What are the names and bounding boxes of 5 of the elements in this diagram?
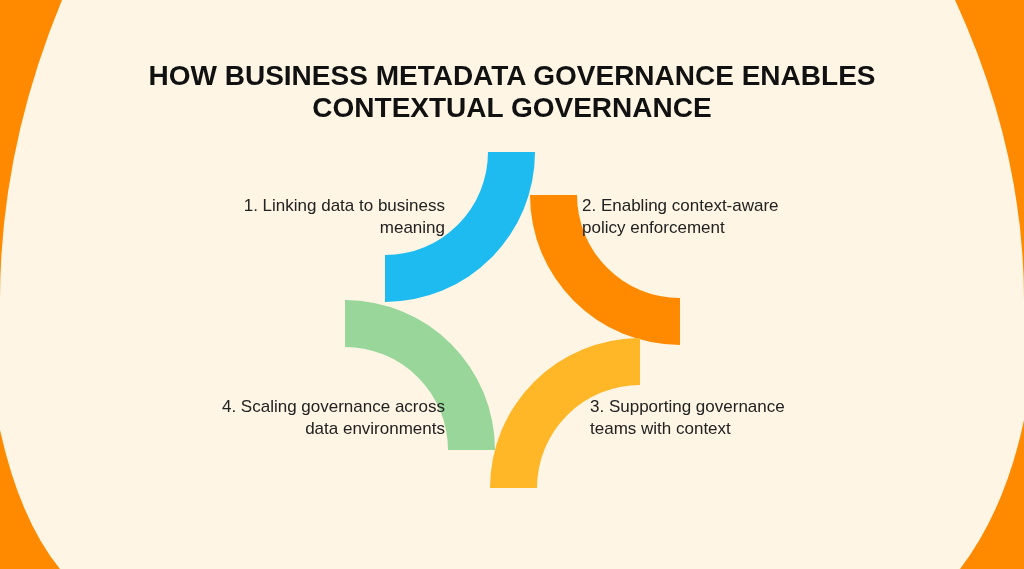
title: HOW BUSINESS METADATA GOVERNANCE ENABLES CONTEXTUAL GOVERNANCE [147, 60, 877, 124]
step-label: 2. Enabling context-aware policy enforcement [582, 195, 780, 239]
step-label: 3. Supporting governance teams with context [590, 396, 786, 440]
step-label: 1. Linking data to business meaning [242, 195, 445, 239]
step-label: 4. Scaling governance across data environments [220, 396, 445, 440]
